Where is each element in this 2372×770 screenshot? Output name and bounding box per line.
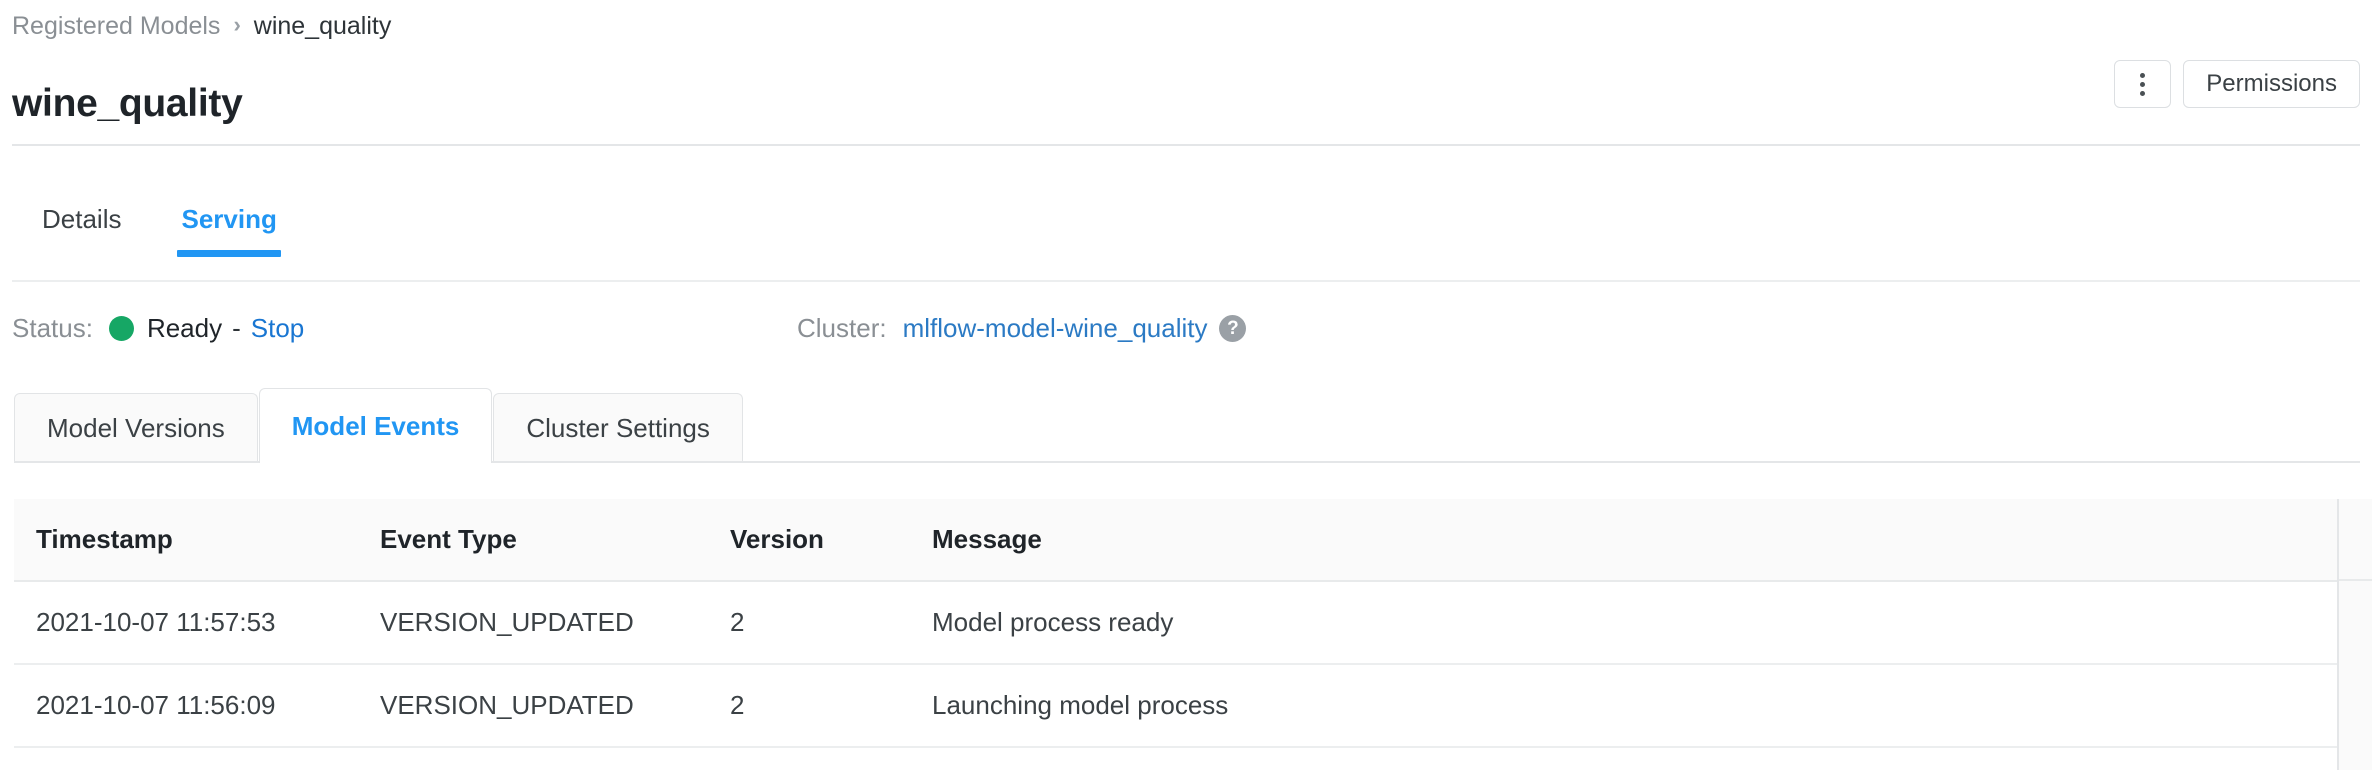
column-header-event-type[interactable]: Event Type (358, 499, 708, 582)
table-scrollbar-header-cap (2339, 499, 2372, 581)
permissions-button[interactable]: Permissions (2183, 60, 2360, 108)
status-separator: - (232, 312, 241, 343)
cell-event-type: VERSION_UPDATED (358, 664, 708, 748)
cluster-label: Cluster: (797, 312, 887, 343)
table-row[interactable]: 2021-10-07 11:56:09 VERSION_UPDATED 2 La… (14, 664, 2360, 748)
column-header-timestamp[interactable]: Timestamp (14, 499, 358, 582)
tab-details[interactable]: Details (42, 204, 122, 234)
subtab-model-versions[interactable]: Model Versions (14, 393, 258, 463)
cluster-block: Cluster: mlflow-model-wine_quality ? (797, 305, 1247, 351)
table-head: Timestamp Event Type Version Message (14, 499, 2360, 582)
table-row[interactable]: 2021-10-07 11:57:53 VERSION_UPDATED 2 Mo… (14, 581, 2360, 665)
column-header-message[interactable]: Message (910, 499, 2338, 582)
model-events-table-wrapper: Timestamp Event Type Version Message 202… (14, 499, 2360, 770)
title-row: wine_quality Permissions (0, 50, 2372, 125)
status-indicator-icon (108, 315, 134, 341)
breadcrumb-link-registered-models[interactable]: Registered Models (12, 11, 221, 40)
primary-tabs-divider (12, 280, 2360, 282)
table-body: 2021-10-07 11:57:53 VERSION_UPDATED 2 Mo… (14, 581, 2360, 748)
column-header-version[interactable]: Version (708, 499, 910, 582)
cell-version: 2 (708, 581, 910, 665)
model-events-table: Timestamp Event Type Version Message 202… (14, 499, 2360, 748)
cell-timestamp: 2021-10-07 11:56:09 (14, 664, 358, 748)
cell-version: 2 (708, 664, 910, 748)
serving-subtabs: Model Versions Model Events Cluster Sett… (14, 388, 743, 463)
table-header-row: Timestamp Event Type Version Message (14, 499, 2360, 582)
cell-message: Model process ready (910, 581, 2338, 665)
overflow-menu-button[interactable] (2114, 60, 2172, 108)
header-divider (12, 144, 2360, 146)
status-value: Ready (146, 312, 223, 343)
cluster-link[interactable]: mlflow-model-wine_quality (902, 312, 1208, 343)
subtab-model-events[interactable]: Model Events (258, 388, 493, 463)
status-label: Status: (12, 312, 93, 343)
cell-event-type: VERSION_UPDATED (358, 581, 708, 665)
breadcrumb-current: wine_quality (253, 11, 392, 40)
page-title: wine_quality (12, 82, 243, 126)
status-block: Status: Ready - Stop (12, 305, 304, 351)
stop-serving-link[interactable]: Stop (250, 312, 305, 343)
help-circle-icon[interactable]: ? (1219, 314, 1247, 342)
chevron-right-icon: › (233, 12, 241, 37)
cell-message: Launching model process (910, 664, 2338, 748)
serving-subtabs-divider (14, 461, 2360, 463)
table-vertical-scrollbar[interactable] (2337, 499, 2372, 770)
status-strip: Status: Ready - Stop Cluster: mlflow-mod… (0, 305, 2372, 351)
cell-timestamp: 2021-10-07 11:57:53 (14, 581, 358, 665)
tab-serving[interactable]: Serving (151, 204, 306, 257)
primary-tabs: Details Serving (12, 185, 307, 257)
kebab-menu-icon (2140, 72, 2146, 96)
breadcrumb: Registered Models › wine_quality (12, 8, 391, 44)
subtab-cluster-settings[interactable]: Cluster Settings (493, 393, 743, 463)
header-actions: Permissions (2114, 60, 2360, 108)
